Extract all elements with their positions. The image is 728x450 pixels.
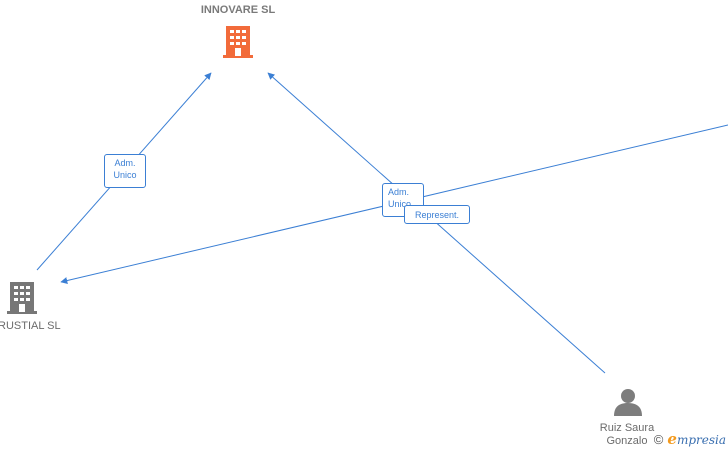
edge-label-represent: Represent. bbox=[404, 205, 470, 224]
node-label-innovare[interactable]: INNOVARE SL bbox=[200, 4, 276, 16]
person-name-line1: Ruiz Saura bbox=[599, 422, 655, 434]
edge-label-line: Represent. bbox=[414, 210, 460, 220]
edge-label-line: Unico bbox=[388, 199, 412, 209]
building-icon bbox=[223, 26, 253, 58]
copyright-symbol: © bbox=[653, 431, 664, 447]
building-icon bbox=[7, 282, 37, 314]
node-label-industrial[interactable]: RUSTIAL SL bbox=[0, 320, 61, 332]
edge-label-adm-unico-center: Adm. Unico bbox=[382, 183, 424, 217]
edge-label-adm-unico-left: Adm. Unico bbox=[104, 154, 146, 188]
brand-logo-name: mpresia bbox=[676, 433, 726, 447]
edge-label-line: Adm. bbox=[114, 158, 136, 168]
edge-label-line: Unico bbox=[113, 170, 137, 180]
person-name-line2: Gonzalo bbox=[606, 435, 648, 447]
edge-label-line: Adm. bbox=[388, 187, 410, 197]
person-icon bbox=[614, 389, 642, 416]
brand-logo: empresia bbox=[667, 430, 726, 448]
node-label-person[interactable]: Ruiz Saura Gonzalo bbox=[588, 422, 666, 448]
brand-logo-initial: e bbox=[667, 430, 677, 448]
brand-watermark: © empresia bbox=[654, 430, 726, 448]
